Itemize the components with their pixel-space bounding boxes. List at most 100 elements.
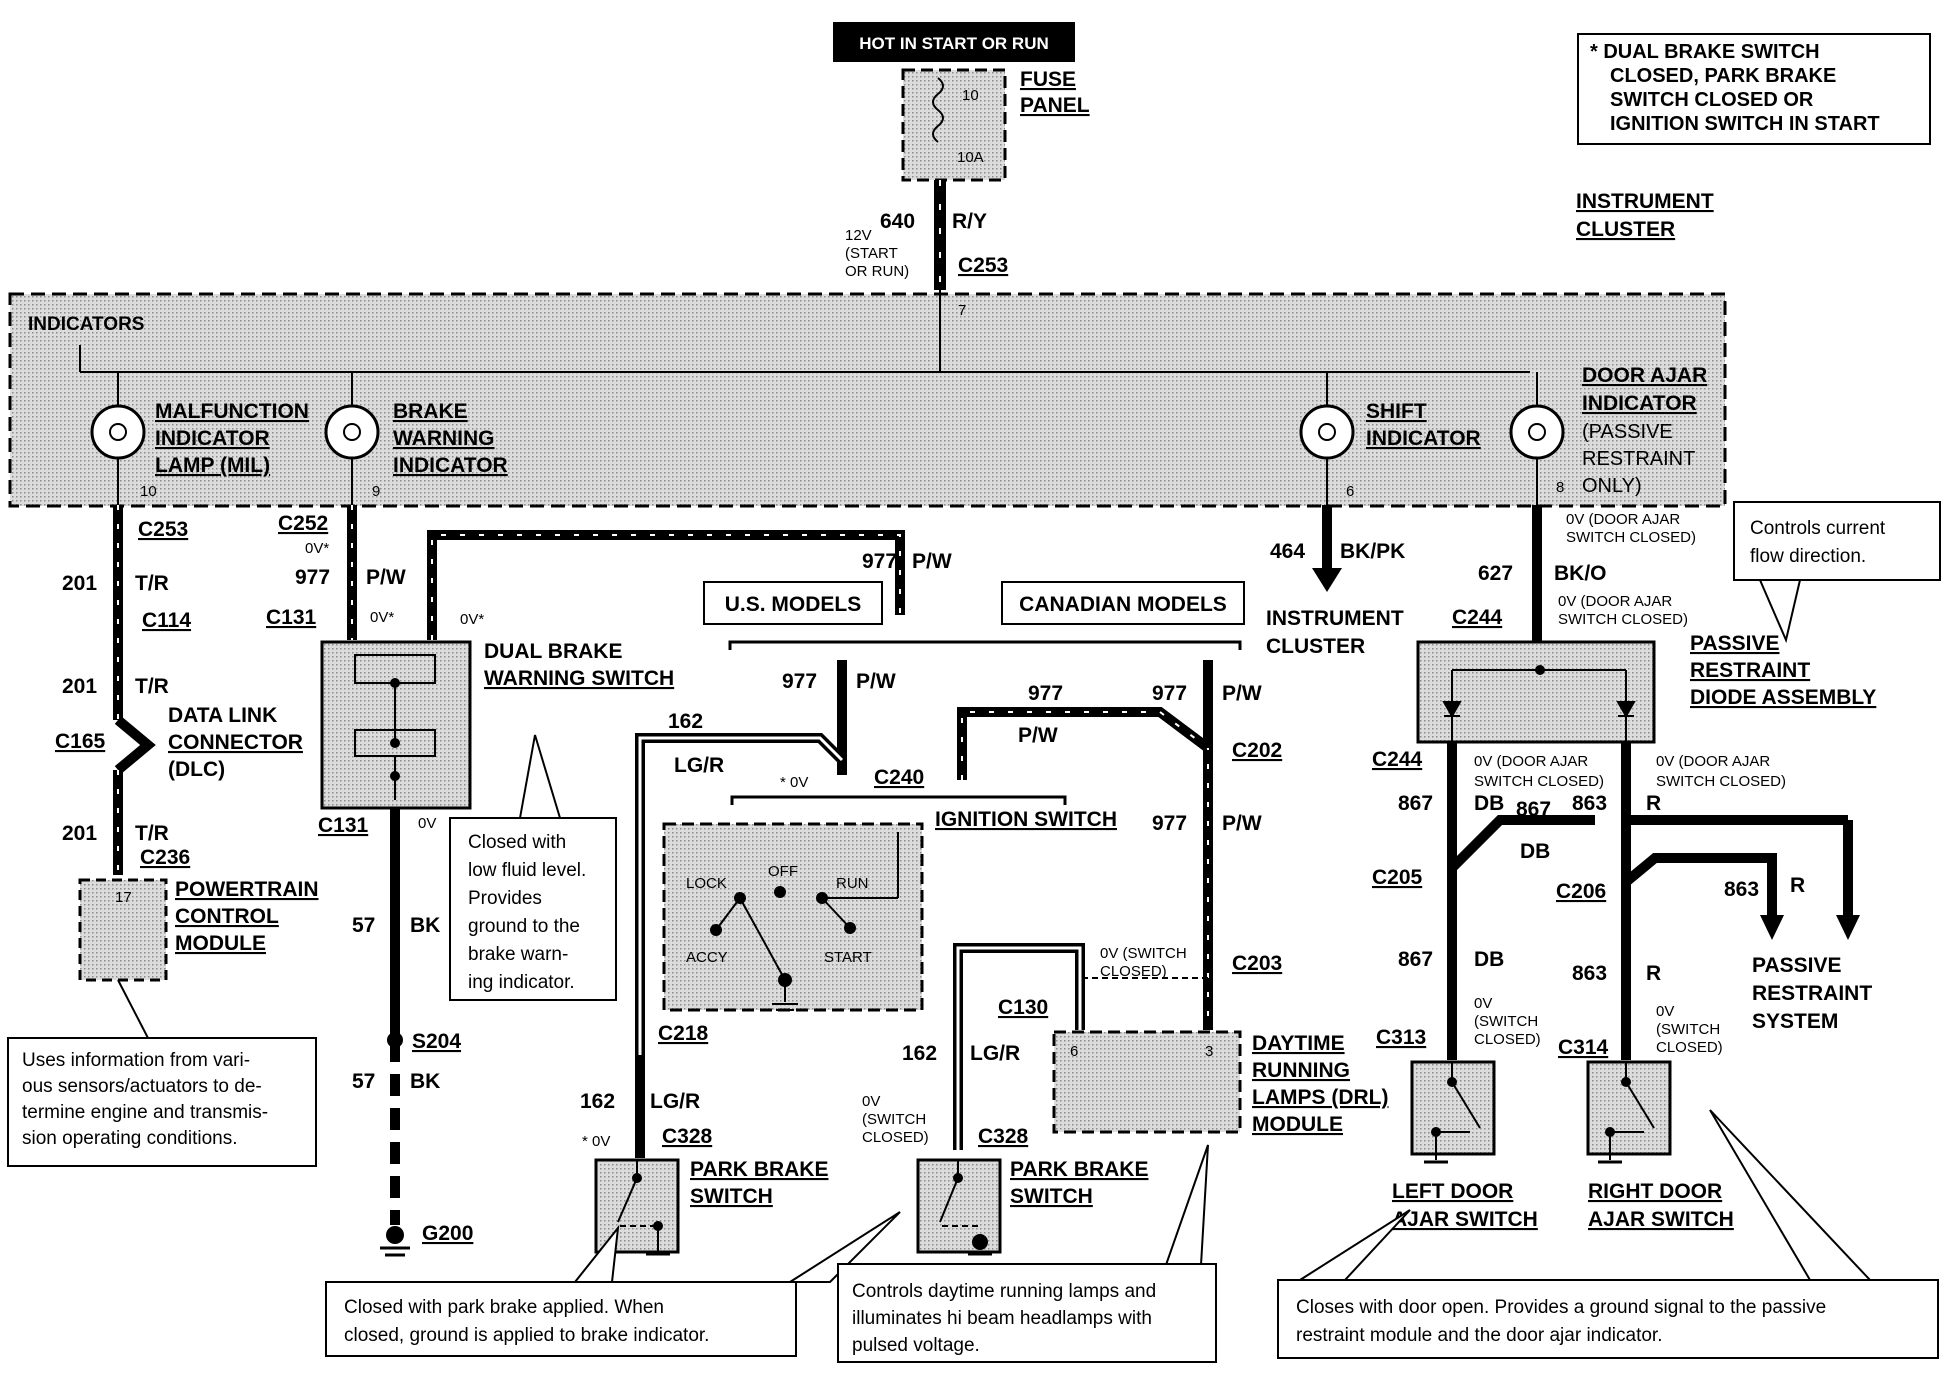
prs-circuit-863: 863 [1724, 878, 1759, 901]
diode-label-1: PASSIVE [1690, 632, 1779, 655]
drl-module-box [1052, 1030, 1242, 1134]
brake-note-3: Provides [468, 888, 542, 909]
us-models-box [703, 581, 883, 625]
fuse-rating: 10A [957, 149, 984, 166]
park-brake-switch-right-icon [939, 1160, 992, 1256]
power-source-label: HOT IN START OR RUN [859, 34, 1049, 53]
pcm-label-3: MODULE [175, 932, 266, 955]
mil-label-1: MALFUNCTION [155, 400, 309, 423]
diode-assembly-box [1416, 640, 1656, 744]
fuse-panel-box [901, 68, 1007, 182]
mil-label-2: INDICATOR [155, 427, 270, 450]
door-ajar-lamp-icon [1509, 404, 1565, 505]
drl-note-box [837, 1263, 1217, 1363]
dual-brake-label-2: WARNING SWITCH [484, 667, 674, 690]
park-color-a: LG/R [650, 1090, 700, 1113]
right-door-label-1: RIGHT DOOR [1588, 1180, 1722, 1203]
park-zero-1: 0V [862, 1093, 880, 1110]
park-zero-2: (SWITCH [862, 1111, 926, 1128]
c244-top: C244 [1452, 606, 1503, 629]
c328-right: C328 [978, 1125, 1029, 1148]
us-color-lgr: LG/R [674, 754, 724, 777]
ignition-switch-box [662, 822, 924, 1012]
door-label-1: DOOR AJAR [1582, 364, 1707, 387]
diode-callout-1: Controls current [1750, 518, 1886, 539]
can-color-pw-b: P/W [1018, 724, 1058, 747]
can-circuit-977-a: 977 [1028, 682, 1063, 705]
shift-circuit: 464 [1270, 540, 1305, 563]
ignition-title: IGNITION SWITCH [935, 808, 1117, 831]
g200-label: G200 [422, 1222, 473, 1245]
left-color-db-a: DB [1474, 792, 1504, 815]
door-label-2: INDICATOR [1582, 392, 1697, 415]
brake-circuit-977: 977 [295, 566, 330, 589]
c240: C240 [874, 766, 924, 789]
prs-label-2: RESTRAINT [1752, 982, 1872, 1005]
door-label-4: RESTRAINT [1582, 448, 1695, 470]
can-circuit-162: 162 [902, 1042, 937, 1065]
power-source-box [833, 22, 1075, 62]
brake-color-pw: P/W [366, 566, 406, 589]
drl-pin-a: 6 [1070, 1043, 1078, 1060]
dlc-label-2: CONNECTOR [168, 731, 303, 754]
drl-label-4: MODULE [1252, 1113, 1343, 1136]
left-door-label-1: LEFT DOOR [1392, 1180, 1513, 1203]
prs-color-r: R [1790, 874, 1805, 897]
brake-warning-lamp-icon [324, 404, 380, 505]
gnd-circuit-a: 57 [352, 914, 375, 937]
brake-note-4: ground to the [468, 916, 580, 937]
c131-top: C131 [266, 606, 317, 629]
door-left-zero-1: 0V (DOOR AJAR [1474, 753, 1588, 770]
door-note-2: restraint module and the door ajar indic… [1296, 1325, 1663, 1346]
brake-note-2: low fluid level. [468, 860, 586, 881]
cluster-mid-label-2: CLUSTER [1266, 635, 1365, 658]
left-sw-zero-3: CLOSED) [1474, 1031, 1541, 1048]
door-color-bko: BK/O [1554, 562, 1607, 585]
cluster-mid-label-1: INSTRUMENT [1266, 607, 1404, 630]
drl-note-3: pulsed voltage. [852, 1335, 980, 1356]
left-circuit-867-a: 867 [1398, 792, 1433, 815]
park-note-box [325, 1281, 797, 1357]
brake-zero: 0V [418, 815, 436, 832]
circuit-201-b: 201 [62, 675, 97, 698]
right-sw-zero-1: 0V [1656, 1003, 1674, 1020]
circuit-201-a: 201 [62, 572, 97, 595]
door-zero-b-2: SWITCH CLOSED) [1558, 611, 1688, 628]
legend-line-2: CLOSED, PARK BRAKE [1610, 65, 1836, 87]
s204-label: S204 [412, 1030, 461, 1053]
door-zero-a-1: 0V (DOOR AJAR [1566, 511, 1680, 528]
feed-circuit: 640 [880, 210, 915, 233]
right-sw-zero-2: (SWITCH [1656, 1021, 1720, 1038]
right-door-switch-icon [1598, 1062, 1655, 1164]
pcm-box [78, 878, 168, 982]
top-circuit-977: 977 [862, 550, 897, 573]
door-pin: 8 [1556, 479, 1564, 496]
us-circuit-977: 977 [782, 670, 817, 693]
cluster-title-1: INSTRUMENT [1576, 190, 1714, 213]
door-note-1: Closes with door open. Provides a ground… [1296, 1297, 1826, 1318]
c205: C205 [1372, 866, 1423, 889]
can-circuit-977-c: 977 [1152, 812, 1187, 835]
ignition-start: START [824, 949, 872, 966]
door-left-zero-2: SWITCH CLOSED) [1474, 773, 1604, 790]
us-circuit-162: 162 [668, 710, 703, 733]
ignition-accy: ACCY [686, 949, 728, 966]
prs-label-1: PASSIVE [1752, 954, 1841, 977]
park-note-2: closed, ground is applied to brake indic… [344, 1325, 709, 1346]
feed-pin: 7 [958, 302, 966, 319]
park-left-label-1: PARK BRAKE [690, 1158, 828, 1181]
c203: C203 [1232, 952, 1282, 975]
color-tr-b: T/R [135, 675, 169, 698]
c131-bottom: C131 [318, 814, 369, 837]
s204-splice [387, 1032, 403, 1048]
shift-color: BK/PK [1340, 540, 1405, 563]
left-sw-zero-2: (SWITCH [1474, 1013, 1538, 1030]
gnd-color-a: BK [410, 914, 440, 937]
brake-note-6: ing indicator. [468, 972, 575, 993]
door-right-zero-2: SWITCH CLOSED) [1656, 773, 1786, 790]
pcm-note-box [7, 1037, 317, 1167]
gnd-color-b: BK [410, 1070, 440, 1093]
drl-pin-b: 3 [1205, 1043, 1213, 1060]
drl-label-3: LAMPS (DRL) [1252, 1086, 1388, 1109]
